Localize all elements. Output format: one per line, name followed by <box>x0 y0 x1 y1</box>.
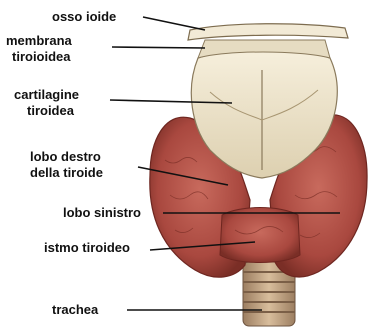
label-osso-ioide: osso ioide <box>52 9 116 24</box>
label-lobo-destro-line2: della tiroide <box>30 165 103 180</box>
label-membrana-line2: tiroioidea <box>12 49 71 64</box>
label-trachea: trachea <box>52 302 98 317</box>
label-membrana-line1: membrana <box>6 33 72 48</box>
label-lobo-destro-line1: lobo destro <box>30 149 101 164</box>
isthmus-shape <box>220 208 300 263</box>
leader-osso-ioide <box>143 17 205 30</box>
label-cartilagine-line1: cartilagine <box>14 87 79 102</box>
leader-membrana <box>112 47 205 48</box>
label-istmo: istmo tiroideo <box>44 240 130 255</box>
label-lobo-sinistro: lobo sinistro <box>63 205 141 220</box>
hyoid-bone-shape <box>188 24 348 40</box>
label-cartilagine-line2: tiroidea <box>27 103 74 118</box>
